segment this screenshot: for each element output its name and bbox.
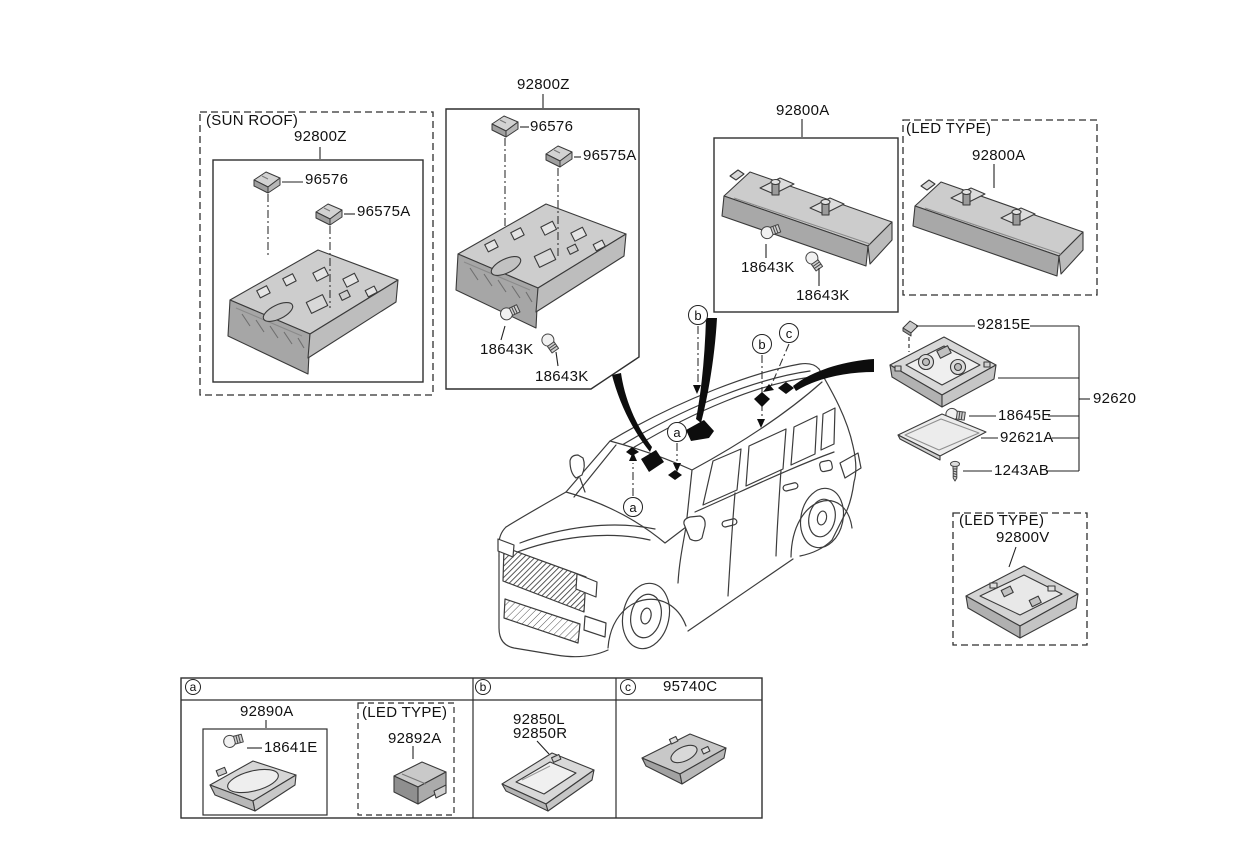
bulb-18643k-4 xyxy=(803,249,825,273)
visor-mark-right xyxy=(668,470,682,480)
overhead-console xyxy=(455,203,627,329)
rear-console-led-dashed-box xyxy=(902,119,1098,296)
dome-lamp-body xyxy=(889,336,997,408)
bulb-18643k-2 xyxy=(539,331,561,355)
legend-a-bulb-label: 18641E xyxy=(264,739,318,756)
sunroof-inner-box xyxy=(212,159,424,383)
dome-led-dashed-box xyxy=(952,512,1088,646)
legend-a-part-label: 92890A xyxy=(240,703,294,720)
console-connector-96575a-label: 96575A xyxy=(583,147,637,164)
rear-console-box xyxy=(713,137,899,313)
side-mirror xyxy=(683,515,706,542)
led-module-92892a xyxy=(393,761,447,805)
console-bulb-left-label: 18643K xyxy=(480,341,534,358)
wedge-rear-console xyxy=(696,318,717,423)
rear-wheel xyxy=(799,487,845,549)
legend-table xyxy=(180,677,763,819)
rear-console-bulb-right-label: 18643K xyxy=(796,287,850,304)
rear-console xyxy=(721,169,893,267)
overhead-console-sunroof xyxy=(227,249,399,375)
rear-console-led xyxy=(912,179,1084,277)
sunroof-part-label: 92800Z xyxy=(294,128,347,145)
dome-clip-label: 92815E xyxy=(977,316,1031,333)
headlight-left xyxy=(497,538,515,558)
console-location-mark xyxy=(641,450,664,472)
sunroof-dashed-box xyxy=(199,111,434,396)
callout-b-2: b xyxy=(752,334,772,354)
headlight-right xyxy=(575,573,598,598)
fog-lamp xyxy=(583,615,607,638)
legend-c-part-label: 95740C xyxy=(663,678,718,695)
frames xyxy=(180,108,1098,819)
door-handle-front xyxy=(721,518,738,528)
vehicle-illustration xyxy=(497,362,862,658)
bulb-18641e xyxy=(221,731,245,750)
lamp-92800v xyxy=(965,565,1079,639)
legend-a-inner-box xyxy=(202,728,328,816)
sunroof-connector-96575a-label: 96575A xyxy=(357,203,411,220)
dome-lens-label: 92621A xyxy=(1000,429,1054,446)
dome-bulb-label: 18645E xyxy=(998,407,1052,424)
dome-screw-label: 1243AB xyxy=(994,462,1050,479)
clip-92815e xyxy=(902,320,919,337)
visor-lamp-92890a xyxy=(209,760,297,812)
legend-a-led-dashed-box xyxy=(357,702,455,816)
fuel-door xyxy=(819,459,833,473)
legend-b-part-right-label: 92850R xyxy=(513,725,568,742)
connector-96575a-sunroof xyxy=(315,203,343,226)
clip-location-mark xyxy=(754,392,770,407)
legend-b-part-left-label: 92850L xyxy=(513,711,565,728)
rear-console-led-part-label: 92800A xyxy=(972,147,1026,164)
rear-console-location-mark xyxy=(686,420,714,441)
console-box xyxy=(445,108,640,390)
screw-1243ab xyxy=(950,460,960,482)
console-connector-96576-label: 96576 xyxy=(530,118,574,135)
sunroof-connector-96576-label: 96576 xyxy=(305,171,349,188)
callout-a-2: a xyxy=(623,497,643,517)
rear-console-part-label: 92800A xyxy=(776,102,830,119)
callout-a-1: a xyxy=(667,422,687,442)
far-side-mirror xyxy=(569,454,585,479)
legend-a-led-caption: (LED TYPE) xyxy=(362,704,448,721)
grille xyxy=(502,546,587,613)
console-part-label: 92800Z xyxy=(517,76,570,93)
dome-location-mark xyxy=(778,382,794,394)
wedge-dome xyxy=(793,359,874,391)
front-wheel xyxy=(621,582,671,650)
dome-led-caption: (LED TYPE) xyxy=(959,512,1045,529)
pointer-marks xyxy=(612,318,874,480)
console-bulb-right-label: 18643K xyxy=(535,368,589,385)
rear-console-led-caption: (LED TYPE) xyxy=(906,120,992,137)
connector-96575a xyxy=(545,145,573,168)
sunroof-caption: (SUN ROOF) xyxy=(206,112,299,129)
dome-lens-92621a xyxy=(897,413,987,461)
legend-a-led-part-label: 92892A xyxy=(388,730,442,747)
leader-lines xyxy=(247,94,1090,759)
door-handle-rear xyxy=(782,482,799,492)
connector-96576 xyxy=(491,115,519,138)
lower-grille xyxy=(503,598,581,644)
dome-led-part-label: 92800V xyxy=(996,529,1050,546)
mic-95740c xyxy=(641,733,727,785)
legend-b-callout: b xyxy=(475,679,491,695)
rear-console-bulb-left-label: 18643K xyxy=(741,259,795,276)
visor-mark-left xyxy=(626,447,639,456)
dome-assembly-label: 92620 xyxy=(1093,390,1137,407)
connector-96576-sunroof xyxy=(253,171,281,194)
callout-b-1: b xyxy=(688,305,708,325)
room-lamp-92850 xyxy=(501,752,595,812)
legend-c-callout: c xyxy=(620,679,636,695)
callout-c-1: c xyxy=(779,323,799,343)
legend-a-callout: a xyxy=(185,679,201,695)
wedge-console xyxy=(612,373,652,452)
